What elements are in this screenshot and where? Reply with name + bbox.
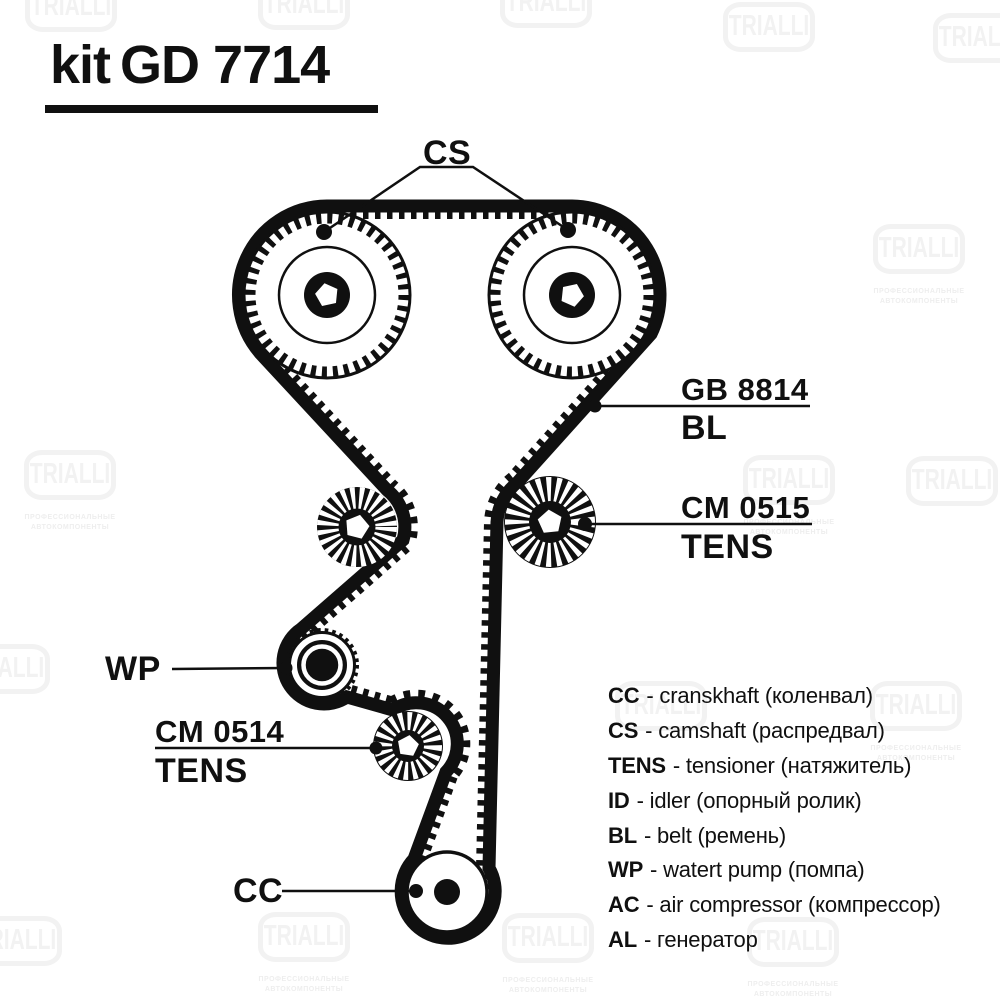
- legend-row-bl: BL- belt (ремень): [608, 818, 941, 853]
- legend-desc: - belt (ремень): [643, 822, 787, 848]
- camshaft-pulley-left: [242, 210, 412, 380]
- tensioner-lower-part-number: CM 0514: [155, 714, 285, 749]
- tensioner-upper-left: [317, 487, 397, 567]
- legend-row-tens: TENS- tensioner (натяжитель): [608, 749, 941, 784]
- trialli-logo: TRIALLI: [0, 644, 50, 694]
- tensioner-right-leader-dot: [578, 517, 592, 531]
- cs-leader-line: [323, 165, 569, 234]
- legend-desc: - генератор: [643, 926, 758, 952]
- trialli-logo: TRIALLI: [906, 456, 998, 506]
- trialli-watermark: TRIALLI: [906, 456, 998, 506]
- legend-abbr: ID: [608, 787, 630, 813]
- legend: CC- cranskhaft (коленвал) CS- camshaft (…: [608, 679, 941, 957]
- trialli-logo: TRIALLI: [0, 916, 62, 966]
- legend-desc: - air compressor (компрессор): [646, 892, 941, 918]
- trialli-logo: TRIALLI: [873, 224, 965, 274]
- legend-desc: - camshaft (распредвал): [645, 718, 885, 744]
- legend-abbr: AL: [608, 926, 637, 952]
- kit-title-code: GD 7714: [120, 35, 330, 95]
- tensioner-right-part-number: CM 0515: [681, 490, 811, 525]
- trialli-watermark: TRIALLI: [0, 644, 50, 694]
- trialli-watermark: TRIALLI: [500, 0, 592, 28]
- legend-row-wp: WP- watert pump (помпа): [608, 853, 941, 888]
- trialli-logo: TRIALLI: [615, 681, 707, 731]
- legend-row-cs: CS- camshaft (распредвал): [608, 714, 941, 749]
- legend-desc: - idler (опорный ролик): [636, 787, 862, 813]
- trialli-watermark: TRIALLI: [25, 0, 117, 32]
- trialli-logo: TRIALLI: [502, 913, 594, 963]
- belt-part-number: GB 8814: [681, 372, 809, 407]
- tensioner-right-abbr-label: TENS: [681, 528, 774, 566]
- tensioner-lower-abbr-label: TENS: [155, 752, 248, 790]
- crankshaft-leader-dot: [409, 884, 423, 898]
- tensioner-lower-leader-dot: [369, 741, 383, 755]
- trialli-logo: TRIALLI: [24, 450, 116, 500]
- crankshaft-label: CC: [233, 872, 284, 910]
- trialli-logo: TRIALLI: [258, 0, 350, 30]
- legend-row-id: ID- idler (опорный ролик): [608, 783, 941, 818]
- trialli-watermark: TRIALLI: [933, 13, 1000, 63]
- legend-row-ac: AC- air compressor (компрессор): [608, 888, 941, 923]
- trialli-logo: TRIALLI: [723, 2, 815, 52]
- legend-abbr: BL: [608, 822, 637, 848]
- kit-title-prefix: kit: [50, 35, 111, 95]
- camshaft-label: CS: [423, 134, 472, 172]
- camshaft-pulley-right: [487, 210, 657, 380]
- legend-desc: - watert pump (помпа): [650, 857, 865, 883]
- trialli-watermark: TRIALLI: [258, 0, 350, 30]
- cs-leader-dot-right: [560, 222, 576, 238]
- belt-leader-dot: [588, 399, 602, 413]
- water-pump-label: WP: [105, 650, 161, 688]
- legend-abbr: TENS: [608, 752, 666, 778]
- trialli-logo: TRIALLI: [500, 0, 592, 28]
- cs-leader-dot-left: [316, 224, 332, 240]
- legend-abbr: CC: [608, 683, 640, 709]
- trialli-logo: TRIALLI: [743, 455, 835, 505]
- trialli-logo: TRIALLI: [870, 681, 962, 731]
- trialli-logo: TRIALLI: [25, 0, 117, 32]
- water-pump-leader-dot: [279, 661, 293, 675]
- trialli-logo: TRIALLI: [747, 917, 839, 967]
- trialli-logo: TRIALLI: [933, 13, 1000, 63]
- legend-row-cc: CC- cranskhaft (коленвал): [608, 679, 941, 714]
- legend-desc: - cranskhaft (коленвал): [646, 683, 873, 709]
- timing-belt: [232, 199, 667, 945]
- legend-desc: - tensioner (натяжитель): [672, 752, 912, 778]
- tensioner-lower: [373, 711, 443, 781]
- belt-abbr-label: BL: [681, 409, 728, 447]
- legend-row-al: AL- генератор: [608, 923, 941, 958]
- trialli-watermark: TRIALLI: [0, 916, 62, 966]
- trialli-watermark: TRIALLI: [723, 2, 815, 52]
- legend-abbr: CS: [608, 718, 639, 744]
- trialli-logo: TRIALLI: [258, 912, 350, 962]
- legend-abbr: WP: [608, 857, 644, 883]
- title-underline: [45, 105, 378, 113]
- legend-abbr: AC: [608, 892, 640, 918]
- trialli-watermark: TRIALLI: [615, 681, 707, 731]
- water-pump: [285, 628, 359, 702]
- water-pump-leader-line: [171, 666, 287, 671]
